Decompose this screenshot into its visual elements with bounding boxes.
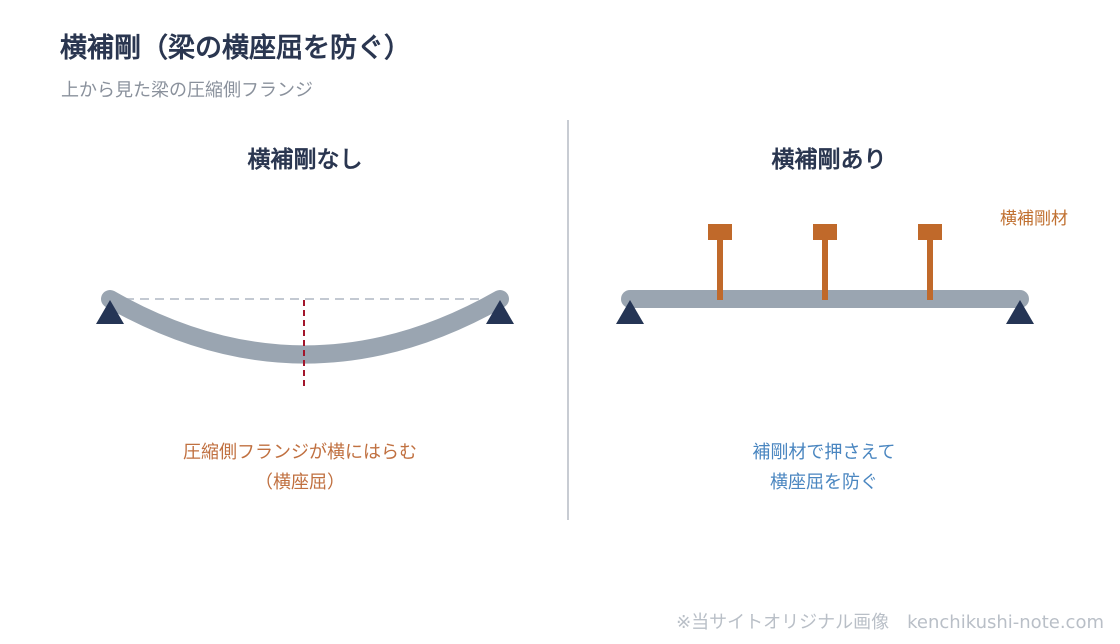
left-caption-line-2: （横座屈） (255, 472, 345, 493)
bracing-post (927, 238, 933, 300)
right-caption-line-1: 補剛材で押さえて (752, 442, 896, 463)
page-subtitle: 上から見た梁の圧縮側フランジ (61, 80, 313, 101)
right-support-icon (486, 300, 514, 324)
bracing-cap (813, 224, 837, 240)
left-panel-diagram (96, 290, 514, 390)
bracing-post (717, 238, 723, 300)
right-panel-diagram (616, 224, 1034, 324)
bracing-member (813, 224, 837, 300)
bracing-member (708, 224, 732, 300)
right-panel-title: 横補剛あり (771, 147, 887, 173)
bracing-member-label: 横補剛材 (1000, 209, 1068, 229)
right-support-icon (1006, 300, 1034, 324)
left-panel-title: 横補剛なし (247, 147, 363, 173)
left-caption-line-1: 圧縮側フランジが横にはらむ (183, 442, 417, 463)
page-title: 横補剛（梁の横座屈を防ぐ） (60, 33, 411, 64)
buckled-beam (101, 290, 509, 364)
bracing-post (822, 238, 828, 300)
bracing-cap (918, 224, 942, 240)
right-panel-caption: 補剛材で押さえて 横座屈を防ぐ (654, 438, 994, 498)
bracing-cap (708, 224, 732, 240)
right-caption-line-2: 横座屈を防ぐ (770, 472, 878, 493)
bracing-member (918, 224, 942, 300)
left-panel-caption: 圧縮側フランジが横にはらむ （横座屈） (130, 438, 470, 498)
footer-credit: ※当サイトオリジナル画像 kenchikushi-note.com (676, 612, 1104, 633)
left-support-icon (96, 300, 124, 324)
left-support-icon (616, 300, 644, 324)
